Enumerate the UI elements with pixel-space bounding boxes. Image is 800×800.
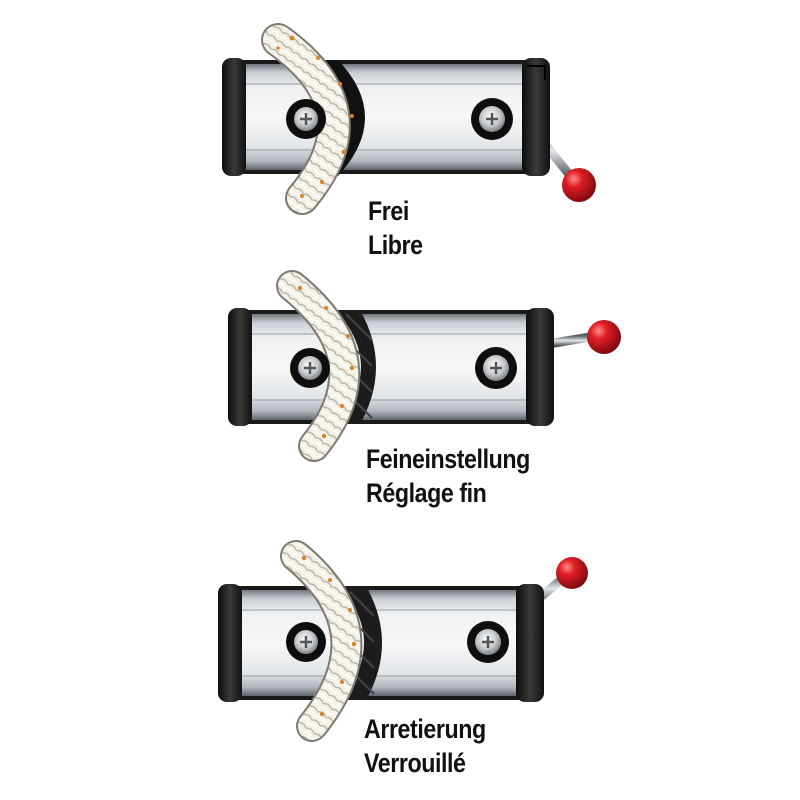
rope (276, 270, 361, 462)
left-screw (286, 99, 326, 139)
lever-knob (587, 320, 621, 354)
caption-fine: Feineinstellung Réglage fin (366, 442, 530, 510)
caption-fine-de: Feineinstellung (366, 444, 530, 474)
right-screw (467, 621, 509, 663)
lever-knob (556, 557, 588, 589)
lever-knob (562, 168, 596, 202)
caption-fine-fr: Réglage fin (366, 478, 487, 508)
left-end-cap (222, 58, 246, 176)
right-end-cap (516, 584, 544, 702)
caption-locked-fr: Verrouillé (364, 748, 466, 778)
caption-locked-de: Arretierung (364, 714, 486, 744)
rope-clamp-fine-illustration (228, 270, 621, 462)
rope (280, 540, 363, 742)
caption-locked: Arretierung Verrouillé (364, 712, 486, 780)
rope-clamp-free-illustration (222, 23, 596, 215)
clamp-jaw (336, 310, 376, 424)
clamp-jaw (340, 586, 382, 700)
panel-fine: Feineinstellung Réglage fin (0, 260, 800, 520)
panel-free: Frei Libre (0, 0, 800, 260)
left-screw (286, 622, 326, 662)
rope (261, 23, 354, 215)
right-screw (475, 347, 517, 389)
left-end-cap (218, 584, 242, 702)
right-end-cap (526, 308, 554, 426)
left-end-cap (228, 308, 252, 426)
caption-free-de: Frei (368, 196, 409, 226)
right-screw (471, 98, 513, 140)
caption-free-fr: Libre (368, 230, 423, 260)
left-screw (290, 348, 330, 388)
right-end-cap (522, 58, 550, 176)
caption-free: Frei Libre (368, 194, 423, 262)
rope-clamp-locked-illustration (218, 540, 588, 742)
panel-locked: Arretierung Verrouillé (0, 520, 800, 800)
